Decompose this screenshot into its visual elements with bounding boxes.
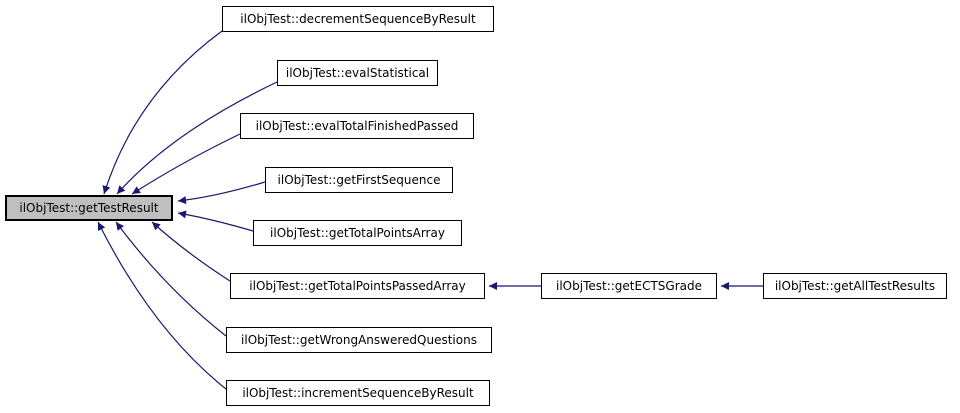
edge-evalStatistical-getTestResult <box>116 81 278 195</box>
edge-getWrongAnsweredQuestions-getTestResult <box>115 221 227 337</box>
node-get-ects-grade[interactable]: ilObjTest::getECTSGrade <box>541 273 717 299</box>
edge-incrementSequenceByResult-getTestResult <box>97 221 227 390</box>
node-get-first-sequence[interactable]: ilObjTest::getFirstSequence <box>265 167 453 193</box>
node-get-total-points-array[interactable]: ilObjTest::getTotalPointsArray <box>253 220 462 246</box>
node-get-test-result: ilObjTest::getTestResult <box>5 195 173 221</box>
node-decrement-sequence-by-result[interactable]: ilObjTest::decrementSequenceByResult <box>222 6 494 32</box>
node-increment-sequence-by-result[interactable]: ilObjTest::incrementSequenceByResult <box>226 380 490 406</box>
edge-getFirstSequence-getTestResult <box>177 181 266 205</box>
edge-getTotalPointsPassedArray-getTestResult <box>151 221 231 282</box>
node-eval-statistical[interactable]: ilObjTest::evalStatistical <box>277 60 438 86</box>
edge-getTotalPointsArray-getTestResult <box>177 210 254 232</box>
node-get-wrong-answered-questions[interactable]: ilObjTest::getWrongAnsweredQuestions <box>226 327 492 353</box>
node-get-all-test-results[interactable]: ilObjTest::getAllTestResults <box>763 273 947 299</box>
node-eval-total-finished-passed[interactable]: ilObjTest::evalTotalFinishedPassed <box>240 113 474 139</box>
node-get-total-points-passed-array[interactable]: ilObjTest::getTotalPointsPassedArray <box>230 273 485 299</box>
edge-evalTotalFinishedPassed-getTestResult <box>131 133 241 195</box>
edge-decrementSequenceByResult-getTestResult <box>102 30 223 195</box>
